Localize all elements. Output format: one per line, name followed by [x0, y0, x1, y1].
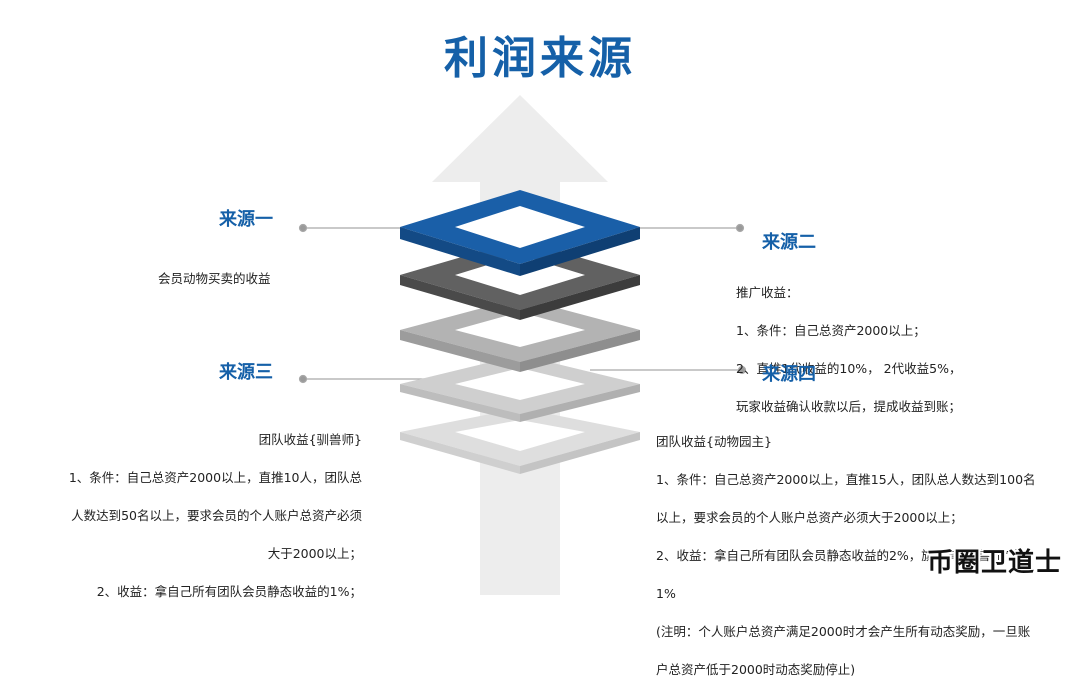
text-line: 会员动物买卖的收益: [158, 271, 271, 286]
text-line: 玩家收益确认收款以后，提成收益到账；: [736, 399, 962, 414]
layer-4: [400, 355, 640, 422]
source-1-heading: 来源一: [219, 209, 273, 230]
source-3-heading: 来源三: [219, 362, 273, 383]
text-line: 1%: [656, 586, 676, 601]
text-line: 人数达到50名以上，要求会员的个人账户总资产必须: [71, 508, 362, 523]
text-line: 1、条件：自己总资产2000以上；: [736, 323, 926, 338]
watermark: 币圈卫道士: [926, 548, 1062, 578]
text-line: 团队收益{驯兽师}: [258, 432, 362, 447]
layer-3: [400, 298, 640, 372]
text-line: 大于2000以上；: [267, 546, 362, 561]
layer-1: [400, 190, 640, 276]
source-3-text: 团队收益{驯兽师} 1、条件：自己总资产2000以上，直推10人，团队总 人数达…: [17, 411, 362, 620]
text-line: 2、收益：拿自己所有团队会员静态收益的1%；: [96, 584, 362, 599]
source-1-text: 会员动物买卖的收益: [158, 250, 271, 307]
source-2-text: 推广收益： 1、条件：自己总资产2000以上； 2、直推1代收益的10%， 2代…: [736, 264, 961, 435]
source-4-heading: 来源四: [762, 364, 816, 385]
text-line: 2、收益：拿自己所有团队会员静态收益的2%，旗下有“驯兽师”拿: [656, 548, 1022, 563]
text-line: 团队收益{动物园主}: [656, 434, 772, 449]
source-2-heading: 来源二: [762, 232, 816, 253]
text-line: 以上，要求会员的个人账户总资产必须大于2000以上；: [656, 510, 963, 525]
layer-diagram: [298, 95, 747, 595]
layer-5: [400, 408, 640, 474]
page-title: 利润来源: [444, 33, 636, 84]
text-line: 推广收益：: [736, 285, 799, 300]
text-line: 1、条件：自己总资产2000以上，直推10人，团队总: [68, 470, 362, 485]
text-line: 1、条件：自己总资产2000以上，直推15人，团队总人数达到100名: [656, 472, 1036, 487]
text-line: 户总资产低于2000时动态奖励停止): [656, 662, 856, 677]
text-line: 2、直推1代收益的10%， 2代收益5%，: [736, 361, 962, 376]
text-line: (注明：个人账户总资产满足2000时才会产生所有动态奖励，一旦账: [656, 624, 1031, 639]
